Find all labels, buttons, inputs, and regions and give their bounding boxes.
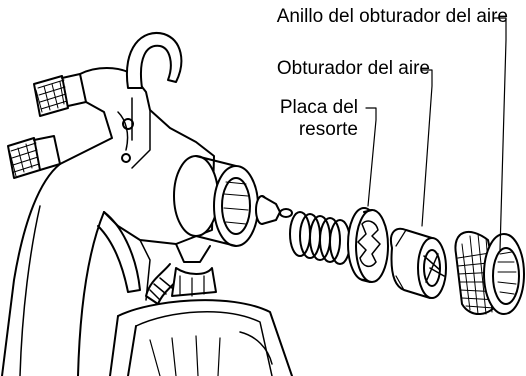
air-valve [390,227,447,299]
leader-lines [365,17,507,251]
adjustment-knob-lower [7,135,61,179]
label-air-valve: Obturador del aire [276,58,430,79]
spring [289,211,351,265]
air-valve-ring [454,231,525,315]
label-spring-plate: Placa del resorte [280,97,358,141]
label-air-valve-ring: Anillo del obturador del aire [276,6,508,27]
hanger-hook [125,31,183,89]
leader-spring-plate [365,107,377,207]
handle [1,163,61,376]
spring-plate [347,207,389,283]
label-spring-plate-line2: resorte [298,119,358,140]
leader-air-valve-ring [493,17,507,251]
cup-connector [109,243,293,376]
spray-gun [1,31,293,376]
label-spring-plate-line1: Placa del [279,97,358,118]
adjustment-knob-upper [33,73,87,117]
leader-air-valve [421,69,433,227]
nozzle-housing [173,155,293,247]
trigger [97,211,141,293]
